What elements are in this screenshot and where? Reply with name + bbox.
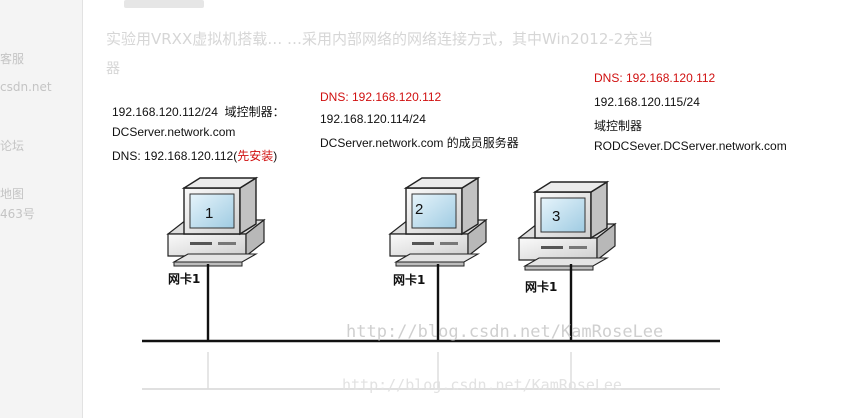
server-3-fqdn: RODCSever.DCServer.network.com — [594, 139, 787, 153]
sidebar-text-service[interactable]: 客服 — [0, 52, 25, 66]
nic-3-label: 网卡1 — [525, 280, 558, 294]
server-3-role: 域控制器 — [594, 119, 643, 133]
server-2-fqdn: DCServer.network.com 的成员服务器 — [320, 136, 519, 150]
page-sidebar: 客服 csdn.net 论坛 地图 463号 — [0, 0, 83, 418]
server-3-ip: 192.168.120.115/24 — [594, 95, 700, 109]
article-text-line: 实验用VRXX虚拟机搭载… …采用内部网络的网络连接方式，其中Win2012-2… — [106, 30, 654, 48]
computer-2-icon — [389, 177, 487, 267]
computer-2-number: 2 — [415, 201, 424, 218]
nic-2-label: 网卡1 — [393, 273, 426, 287]
server-1-fqdn: DCServer.network.com — [112, 125, 236, 139]
server-3-dns: DNS: 192.168.120.112 — [594, 71, 716, 85]
computer-1-number: 1 — [205, 205, 214, 222]
computer-1-icon — [167, 177, 265, 267]
sidebar-text-domain[interactable]: csdn.net — [0, 80, 52, 94]
sidebar-text-map[interactable]: 地图 — [0, 187, 25, 201]
sidebar-text-forum[interactable]: 论坛 — [0, 139, 25, 153]
article-heading-bar — [124, 0, 204, 8]
server-1-install-note: 先安装 — [237, 149, 274, 163]
article-text-line-2: 器 — [106, 61, 120, 77]
server-2-ip: 192.168.120.114/24 — [320, 112, 426, 126]
computer-3-icon — [518, 181, 616, 271]
server-1-ip: 192.168.120.112/24 域控制器： — [112, 105, 285, 119]
watermark-reflection: http://blog.csdn.net/KamRoseLee — [342, 376, 622, 394]
server-2-dns: DNS: 192.168.120.112 — [320, 90, 442, 104]
nic-1-label: 网卡1 — [168, 272, 201, 286]
computer-3-number: 3 — [552, 208, 561, 225]
server-1-dns: DNS: 192.168.120.112(先安装) — [112, 149, 278, 163]
watermark: http://blog.csdn.net/KamRoseLee — [346, 322, 664, 342]
sidebar-text-license: 463号 — [0, 207, 35, 221]
